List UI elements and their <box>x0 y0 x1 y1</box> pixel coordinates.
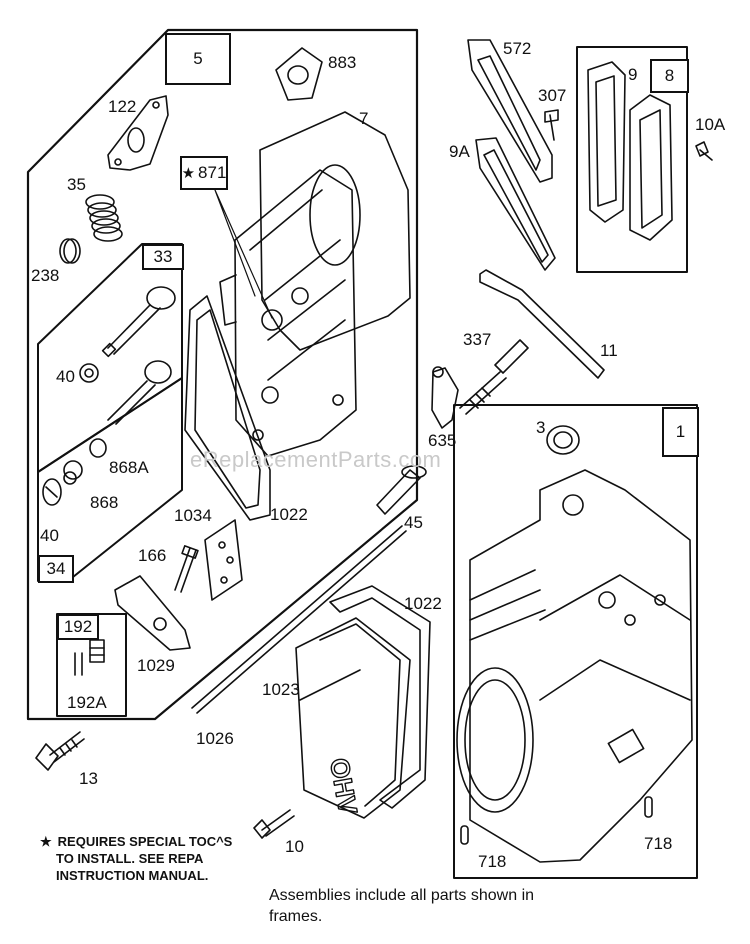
part-11-tube <box>479 269 605 379</box>
star-icon: ★ <box>181 165 196 182</box>
part-label-1034: 1034 <box>174 506 212 525</box>
part-label-9: 9 <box>628 65 638 84</box>
part-label-337: 337 <box>463 330 492 349</box>
valve-cover-ohv-text: OHV <box>324 756 363 817</box>
part-label-40-upper: 40 <box>56 367 75 386</box>
part-valve-upper <box>101 286 176 358</box>
star-icon: ★ <box>40 834 52 849</box>
part-166-stud <box>174 545 199 593</box>
part-label-10: 10 <box>285 837 304 856</box>
part-label-883: 883 <box>328 53 357 72</box>
part-label-10A: 10A <box>695 115 726 134</box>
part-label-307: 307 <box>538 86 567 105</box>
special-tools-note: ★REQUIRES SPECIAL TOC^S TO INSTALL. SEE … <box>40 833 232 884</box>
part-9-gasket <box>587 61 626 223</box>
part-label-13: 13 <box>79 769 98 788</box>
part-8-cover <box>629 94 673 241</box>
part-cylinder-head <box>219 169 357 457</box>
part-1034-plate <box>204 519 243 601</box>
part-label-1029: 1029 <box>137 656 175 675</box>
part-label-3: 3 <box>536 418 546 437</box>
part-3-seal <box>546 425 580 455</box>
part-238-seal <box>59 238 81 264</box>
part-label-868: 868 <box>90 493 119 512</box>
part-label-718-right: 718 <box>644 834 673 853</box>
part-label-9A: 9A <box>449 142 470 161</box>
part-label-122: 122 <box>108 97 137 116</box>
frame-1-outline <box>453 404 698 879</box>
part-45-breather-tube <box>376 465 427 515</box>
part-label-1023: 1023 <box>262 680 300 699</box>
caption-line-1: Assemblies include all parts shown in <box>269 887 535 904</box>
part-883-gasket <box>275 47 323 101</box>
caption-line-2: frames. <box>269 908 323 925</box>
part-1023-valve-cover <box>295 617 411 819</box>
part-1026-push-rod <box>191 525 407 714</box>
part-10A-bolt <box>695 141 713 161</box>
part-label-572: 572 <box>503 39 532 58</box>
part-label-718-left: 718 <box>478 852 507 871</box>
part-868 <box>63 460 83 485</box>
part-307-screw <box>544 109 559 141</box>
frame-label-33: 33 <box>142 244 184 270</box>
note-line-3: INSTRUCTION MANUAL. <box>56 868 209 883</box>
part-10-bolt <box>253 809 295 839</box>
part-718-dowel-right <box>644 796 653 818</box>
part-label-192A: 192A <box>67 693 107 712</box>
frame-label-1: 1 <box>662 407 699 457</box>
leader-871 <box>214 189 273 319</box>
part-9A-gasket <box>475 137 556 271</box>
part-7-gasket <box>259 111 411 351</box>
part-35-spring <box>85 194 123 242</box>
part-label-40-lower: 40 <box>40 526 59 545</box>
part-40-retainer-upper <box>79 363 99 383</box>
watermark: eReplacementParts.com <box>190 447 442 472</box>
part-label-35: 35 <box>67 175 86 194</box>
part-635-boot <box>431 366 459 429</box>
part-label-238: 238 <box>31 266 60 285</box>
frame-label-34: 34 <box>38 555 74 583</box>
frame-label-192: 192 <box>57 614 99 640</box>
frame-33-outline <box>37 243 183 473</box>
note-line-1: ★REQUIRES SPECIAL TOC^S <box>40 834 233 849</box>
part-1-crankcase <box>456 469 693 863</box>
part-13-bolt <box>35 731 85 771</box>
part-label-868A: 868A <box>109 458 149 477</box>
part-label-1022-left: 1022 <box>270 505 308 524</box>
frame-label-8: 8 <box>650 59 689 93</box>
part-868A <box>89 438 107 458</box>
part-122-plate <box>107 95 169 171</box>
part-1022-gasket-right <box>329 585 431 809</box>
part-label-1022-right: 1022 <box>404 594 442 613</box>
frame-label-5: 5 <box>165 33 231 85</box>
part-1029-rocker-arm <box>114 575 191 651</box>
part-192A-pin <box>74 639 105 676</box>
part-40-retainer-lower <box>42 478 62 506</box>
part-label-11: 11 <box>600 341 618 360</box>
assemblies-caption: Assemblies include all parts shown in fr… <box>269 885 534 927</box>
part-1022-gasket-left <box>184 295 271 521</box>
part-valve-lower <box>107 360 172 425</box>
part-label-871: ★ 871 <box>180 156 228 190</box>
note-line-2: TO INSTALL. SEE REPA <box>56 851 204 866</box>
part-label-7: 7 <box>359 109 369 128</box>
part-337-spark-plug <box>459 339 529 415</box>
part-label-635: 635 <box>428 431 457 450</box>
part-label-166: 166 <box>138 546 167 565</box>
frame-8-outline <box>576 46 688 273</box>
part-label-45: 45 <box>404 513 423 532</box>
part-572-gasket <box>467 39 553 183</box>
part-label-1026: 1026 <box>196 729 234 748</box>
frame-5-outline <box>26 28 419 721</box>
part-number-871: 871 <box>198 163 227 182</box>
part-718-dowel-left <box>460 825 469 845</box>
